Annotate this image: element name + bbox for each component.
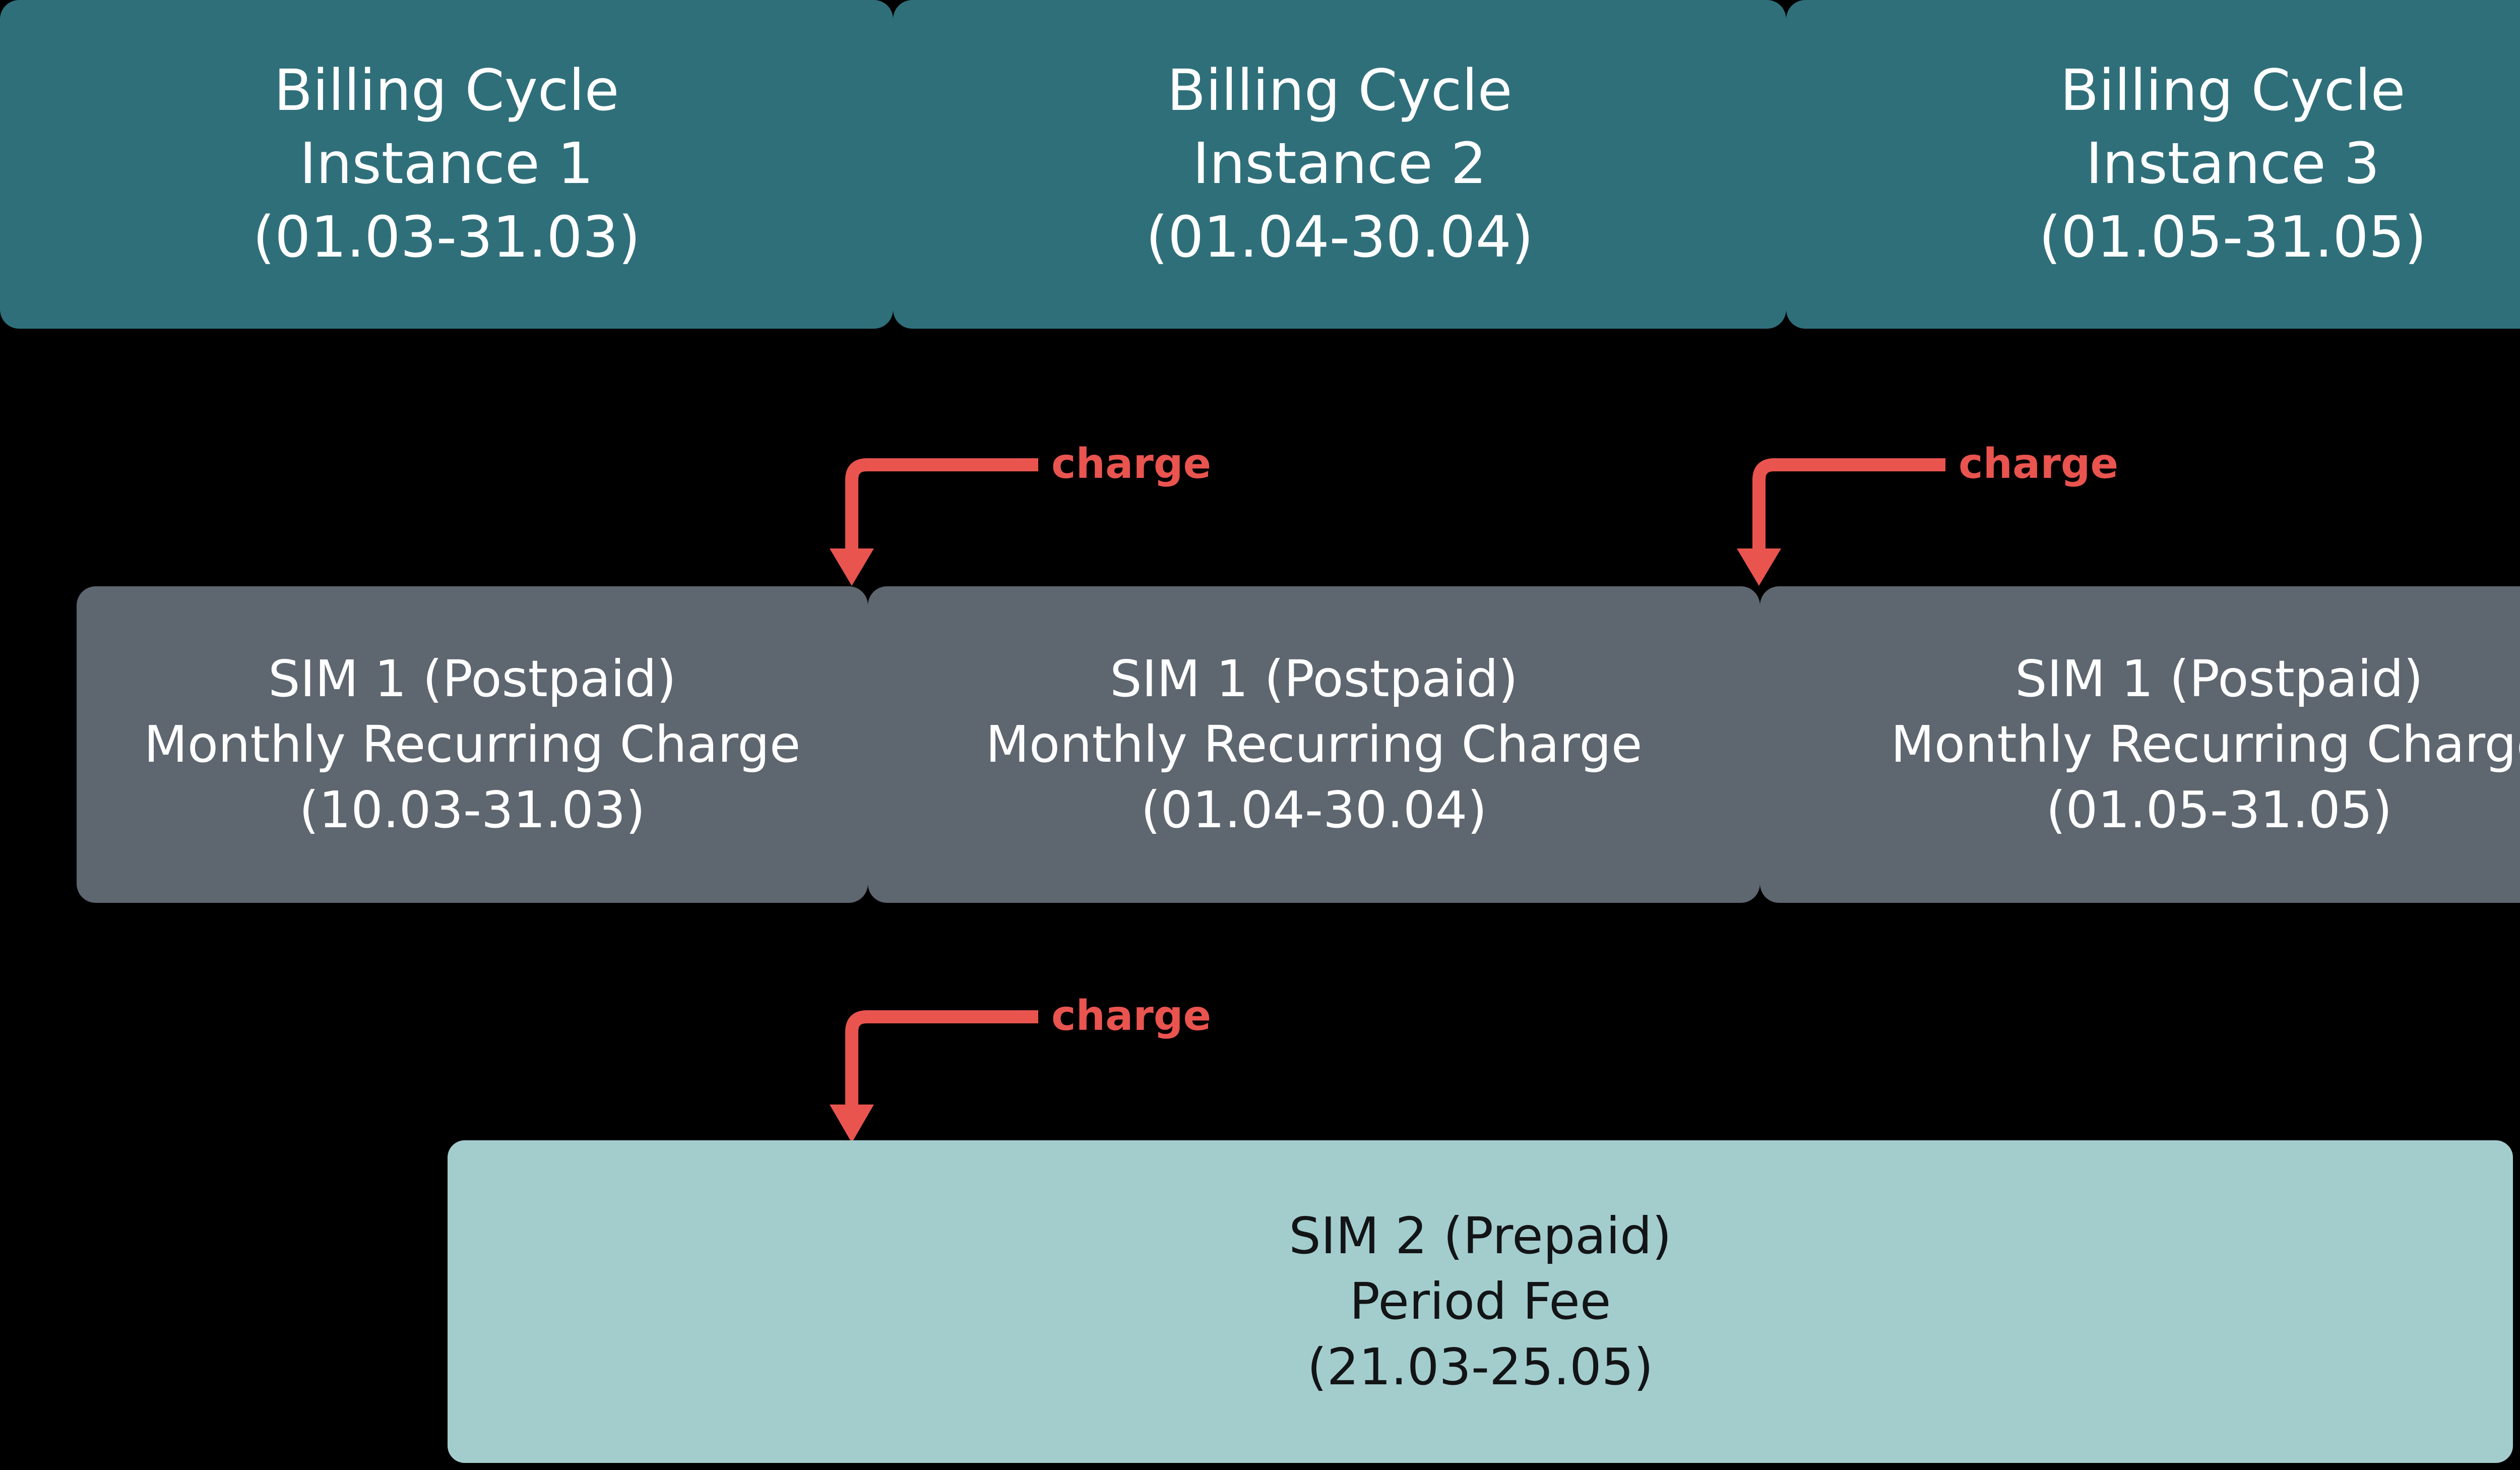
cycle-1-line3: (01.03-31.03) <box>253 204 641 270</box>
sim1-charge-3-line1: SIM 1 (Postpaid) <box>2015 649 2423 708</box>
sim1-charge-2-line2: Monthly Recurring Charge <box>985 715 1643 774</box>
sim1-charge-1-line1: SIM 1 (Postpaid) <box>268 649 676 708</box>
sim1-charge-1-line2: Monthly Recurring Charge <box>144 715 801 774</box>
cycle-1-line1: Billing Cycle <box>274 57 619 124</box>
sim1-charge-1[interactable]: SIM 1 (Postpaid) Monthly Recurring Charg… <box>77 586 868 903</box>
cycle-1-line2: Instance 1 <box>299 131 594 197</box>
connector-charge-2-label: charge <box>1959 440 2119 488</box>
connector-charge-4-label: charge <box>1051 992 1212 1040</box>
connector-charge-1 <box>801 454 1084 590</box>
sim1-charge-2[interactable]: SIM 1 (Postpaid) Monthly Recurring Charg… <box>868 586 1760 903</box>
sim1-charge-1-line3: (10.03-31.03) <box>299 780 646 839</box>
billing-cycle-instance-3[interactable]: Billing Cycle Instance 3 (01.05-31.05) <box>1786 0 2520 329</box>
sim2-line2: Period Fee <box>1349 1272 1611 1331</box>
cycle-2-line3: (01.04-30.04) <box>1146 204 1534 270</box>
connector-charge-1-label: charge <box>1051 440 1212 488</box>
sim1-charge-3-line3: (01.05-31.05) <box>2046 780 2392 839</box>
sim2-line1: SIM 2 (Prepaid) <box>1289 1206 1672 1265</box>
cycle-3-line3: (01.05-31.05) <box>2039 204 2427 270</box>
cycle-2-line2: Instance 2 <box>1192 131 1487 197</box>
sim1-charge-2-line1: SIM 1 (Postpaid) <box>1110 649 1518 708</box>
cycle-3-line1: Billing Cycle <box>2060 57 2406 124</box>
connector-charge-4 <box>801 1006 1084 1147</box>
sim1-charge-2-line3: (01.04-30.04) <box>1141 780 1487 839</box>
sim2-line3: (21.03-25.05) <box>1307 1337 1654 1396</box>
sim2-prepaid-charge[interactable]: SIM 2 (Prepaid) Period Fee (21.03-25.05) <box>448 1140 2513 1463</box>
sim1-charge-3[interactable]: SIM 1 (Postpaid) Monthly Recurring Charg… <box>1760 586 2520 903</box>
connector-charge-2 <box>1709 454 1991 590</box>
billing-cycle-instance-2[interactable]: Billing Cycle Instance 2 (01.04-30.04) <box>893 0 1786 329</box>
cycle-2-line1: Billing Cycle <box>1167 57 1513 124</box>
billing-cycle-instance-1[interactable]: Billing Cycle Instance 1 (01.03-31.03) <box>0 0 893 329</box>
sim1-charge-3-line2: Monthly Recurring Charge <box>1891 715 2520 774</box>
cycle-3-line2: Instance 3 <box>2086 131 2380 197</box>
